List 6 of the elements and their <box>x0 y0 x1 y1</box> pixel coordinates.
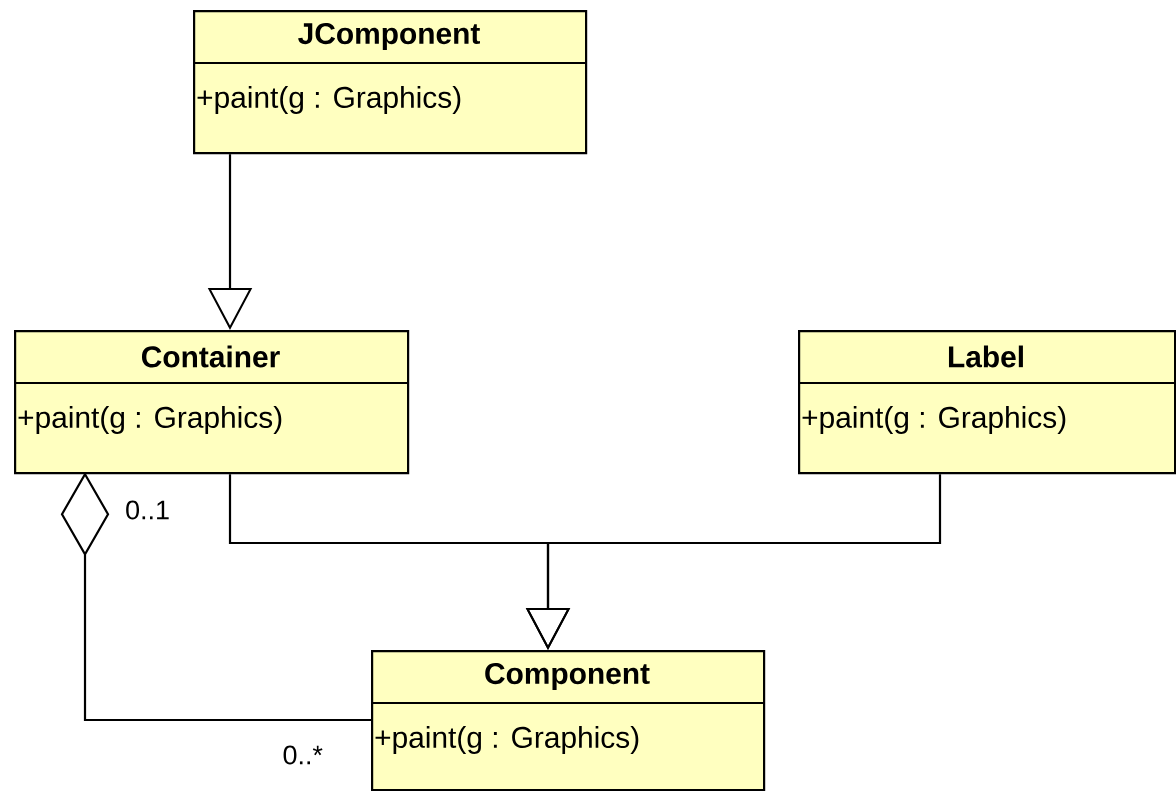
class-box: JComponent +paint(g : Graphics) <box>193 10 588 155</box>
class-box: Container +paint(g : Graphics) <box>14 330 410 475</box>
multiplicity-label: 0..* <box>283 745 323 765</box>
class-box: Label +paint(g : Graphics) <box>798 330 1176 475</box>
multiplicity-label: 0..1 <box>126 500 169 520</box>
class-box: Component +paint(g : Graphics) <box>371 650 766 791</box>
